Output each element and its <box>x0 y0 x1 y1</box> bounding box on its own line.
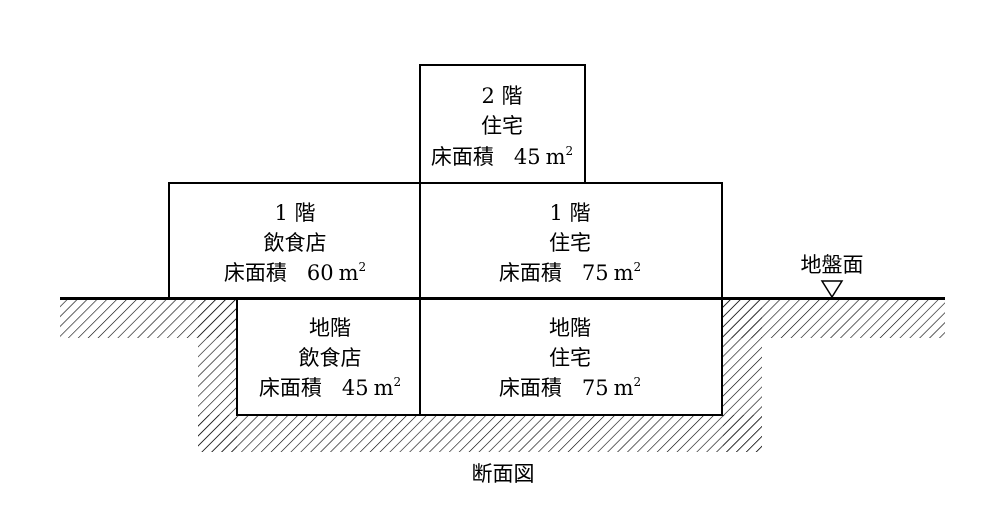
room-use: 飲食店 <box>299 346 362 370</box>
room-floor: 1 階 <box>549 201 590 225</box>
room-floor: 1 階 <box>274 201 315 225</box>
building-outline <box>168 64 723 416</box>
diagram-caption: 断面図 <box>472 462 535 486</box>
ground-level-marker: 地盤面 <box>801 253 864 299</box>
room-floor: 2 階 <box>481 84 522 108</box>
room-box-b1-house <box>419 298 723 416</box>
ground-label: 地盤面 <box>801 253 864 277</box>
basement-void <box>237 300 723 415</box>
ground-triangle-icon <box>820 280 844 299</box>
room-use: 飲食店 <box>264 231 327 255</box>
room-floor: 地階 <box>309 316 351 340</box>
room-use: 住宅 <box>549 231 591 255</box>
room-use: 住宅 <box>549 346 591 370</box>
room-use: 住宅 <box>481 114 523 138</box>
soil-hatching <box>60 300 952 458</box>
room-floor: 地階 <box>549 316 591 340</box>
soil-right <box>723 300 945 338</box>
soil-pit-bottom <box>198 415 762 452</box>
